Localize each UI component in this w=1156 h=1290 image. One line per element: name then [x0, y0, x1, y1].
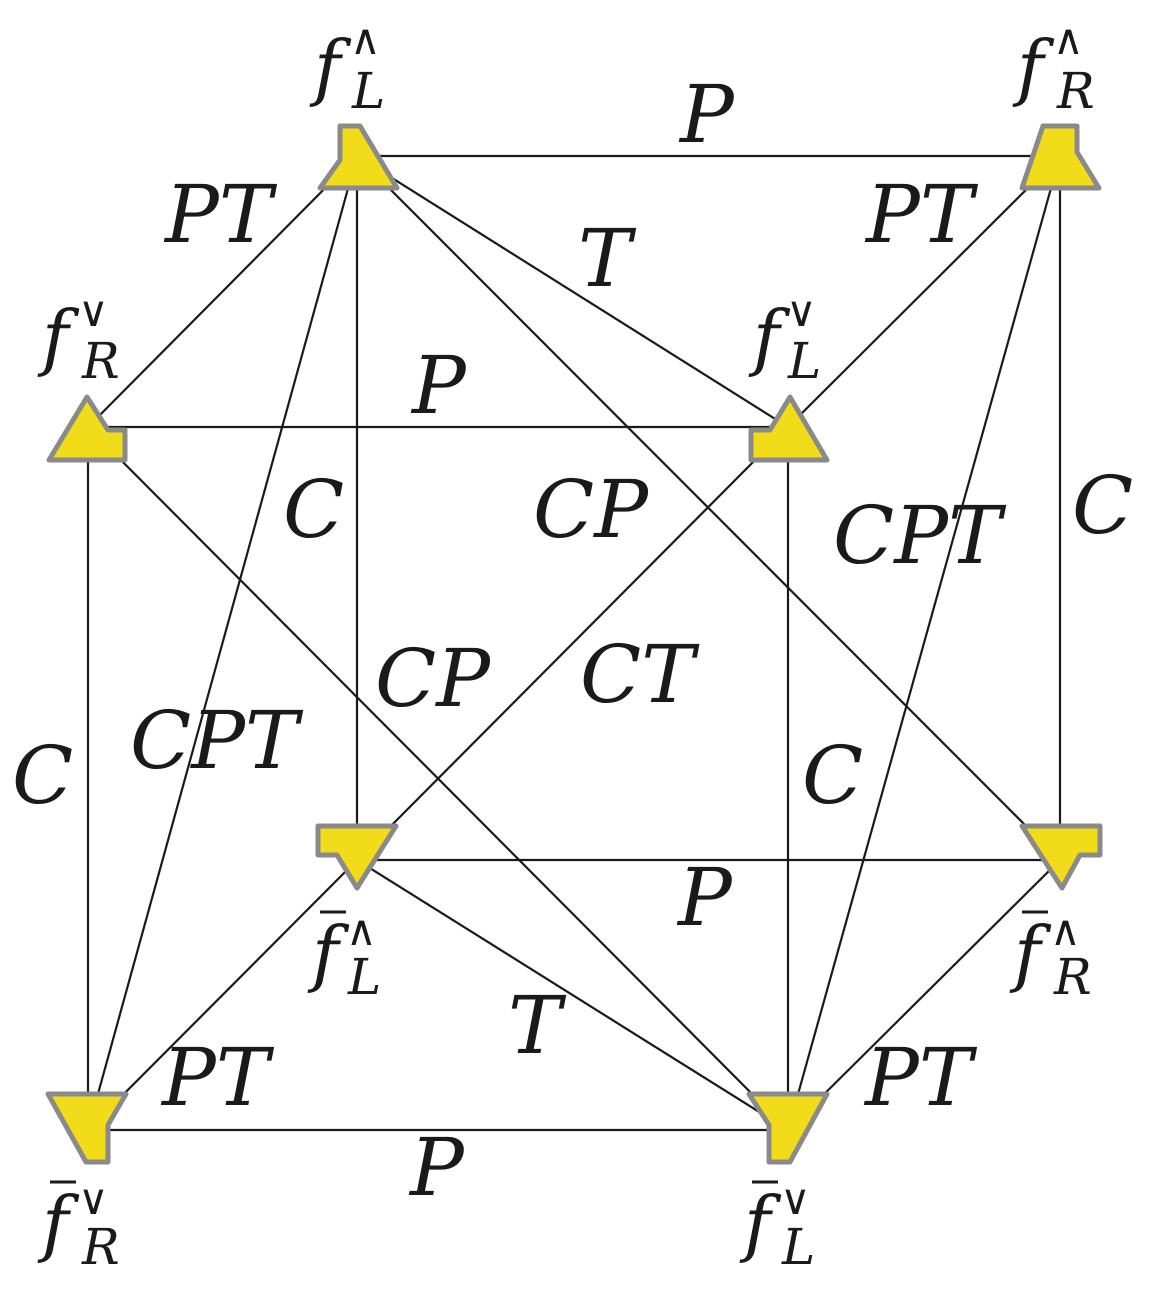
svg-text:∧: ∧ — [1050, 906, 1081, 955]
svg-text:L: L — [781, 1218, 815, 1276]
svg-text:∨: ∨ — [780, 1175, 811, 1224]
edge-label-bottom-p: P — [408, 1121, 465, 1214]
edge-label-cp-upper: CP — [533, 463, 649, 556]
edge-label-c-inner-left: C — [283, 463, 344, 556]
svg-text:∧: ∧ — [1053, 15, 1084, 64]
node-shape-fbarR-down — [45, 1091, 129, 1165]
edge-label-lower-p: P — [676, 851, 733, 944]
node-shape-fbarL-up — [315, 823, 399, 891]
edge-label-top-right-pt: PT — [864, 168, 979, 261]
edge-label-c-inner-right: C — [802, 729, 863, 822]
svg-text:L: L — [351, 62, 385, 120]
node-label-fbarL-up: f L ∧ — [307, 906, 381, 1006]
node-shape-fL-down — [748, 394, 830, 463]
svg-text:f: f — [1012, 25, 1055, 109]
edge-fbarLup-fbarRdown — [87, 859, 358, 1131]
svg-text:f: f — [1009, 911, 1052, 995]
edge-fRup-fLdown — [787, 155, 1061, 428]
svg-text:∨: ∨ — [78, 1175, 109, 1224]
edge-label-top-left-pt: PT — [163, 168, 278, 261]
svg-text:f: f — [307, 911, 350, 995]
node-label-fbarR-up: f R ∧ — [1009, 906, 1092, 1006]
edge-fLdown-fbarLup — [356, 426, 789, 861]
node-shape-fbarR-up — [1019, 823, 1103, 891]
svg-text:R: R — [81, 1218, 120, 1276]
svg-text:f: f — [37, 1181, 80, 1265]
edge-label-cpt-left: CPT — [130, 694, 304, 787]
edge-fLup-fRdown — [87, 155, 358, 428]
svg-text:R: R — [1053, 948, 1092, 1006]
node-shape-fL-up — [317, 123, 400, 191]
edge-label-top-p: P — [678, 68, 735, 161]
svg-text:∧: ∧ — [346, 906, 377, 955]
edge-label-bottom-t: T — [508, 979, 567, 1072]
node-shape-fR-down — [46, 394, 128, 463]
edge-label-bottom-left-pt: PT — [160, 1031, 275, 1124]
edge-label-cp-lower: CP — [375, 632, 491, 725]
svg-text:L: L — [787, 332, 821, 390]
edge-label-top-t: T — [578, 212, 637, 305]
edge-label-c-left: C — [12, 729, 73, 822]
edge-label-bottom-right-pt: PT — [863, 1031, 978, 1124]
svg-text:∨: ∨ — [78, 287, 109, 336]
edge-label-mid-p: P — [410, 339, 467, 432]
svg-text:R: R — [81, 332, 120, 390]
edges — [86, 154, 1062, 1132]
svg-text:∧: ∧ — [350, 15, 381, 64]
edge-fbarLup-fbarLdown — [356, 859, 789, 1131]
svg-text:f: f — [309, 25, 352, 109]
node-label-fbarL-down: f L ∨ — [739, 1175, 815, 1276]
node-label-fR-down: f R ∨ — [37, 287, 120, 390]
edge-label-cpt-right: CPT — [833, 489, 1007, 582]
edge-labels: P PT PT T P C CP CPT C CP CT CPT C C P T… — [12, 68, 1133, 1214]
node-label-fL-down: f L ∨ — [748, 287, 821, 390]
node-label-fbarR-down: f R ∨ — [37, 1175, 120, 1276]
edge-fRup-fbarLdown — [786, 155, 1062, 1131]
node-label-fL-up: f L ∧ — [309, 15, 385, 120]
edge-fLup-fbarRdown — [86, 155, 359, 1131]
edge-label-ct-center: CT — [580, 628, 700, 721]
svg-text:f: f — [748, 295, 791, 379]
svg-text:∨: ∨ — [786, 287, 817, 336]
edge-fLup-fLdown — [356, 155, 789, 428]
node-shape-fbarL-down — [746, 1091, 830, 1165]
node-label-fR-up: f R ∧ — [1012, 15, 1095, 120]
svg-text:L: L — [347, 948, 381, 1006]
svg-text:f: f — [739, 1181, 782, 1265]
edge-label-c-right: C — [1072, 459, 1133, 552]
edge-fbarRup-fbarLdown — [787, 859, 1061, 1131]
svg-text:f: f — [37, 295, 80, 379]
node-shapes — [45, 123, 1103, 1165]
svg-text:R: R — [1056, 62, 1095, 120]
node-shape-fR-up — [1019, 123, 1102, 191]
